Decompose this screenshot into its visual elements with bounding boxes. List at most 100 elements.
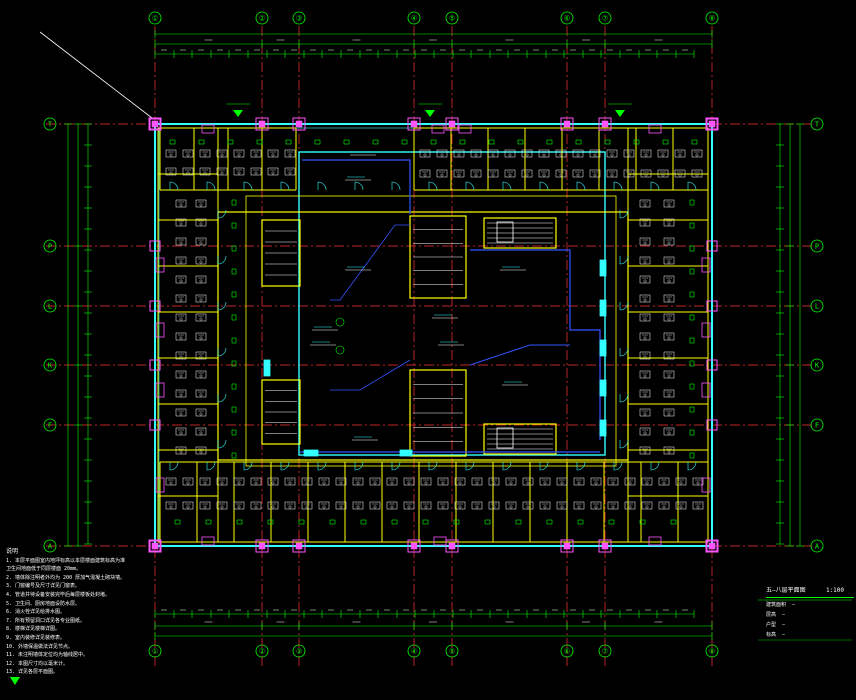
- fixture-detail: [643, 412, 647, 416]
- fixture-detail: [667, 279, 671, 283]
- fixture: [175, 427, 187, 436]
- fixture: [658, 501, 670, 510]
- fixture: [301, 501, 313, 510]
- equipment-mark: [670, 519, 677, 525]
- fixture: [639, 275, 651, 284]
- fixture-detail: [509, 481, 513, 485]
- door-swing: [217, 255, 227, 265]
- fixture: [436, 149, 448, 158]
- fixture-detail: [254, 505, 258, 509]
- equipment-mark: [430, 139, 437, 145]
- fixture: [639, 256, 651, 265]
- note-line: 6. 消火栓详见给排水图。: [6, 609, 66, 616]
- structural-column: [445, 117, 459, 131]
- fixture-detail: [186, 171, 190, 175]
- equipment-mark: [517, 139, 524, 145]
- riser: [599, 379, 607, 397]
- structural-column: [701, 382, 711, 398]
- fixture: [233, 149, 245, 158]
- fixture-detail: [526, 481, 530, 485]
- fixture: [607, 501, 619, 510]
- structural-column-core: [601, 542, 609, 550]
- equipment-mark: [689, 406, 695, 413]
- fixture-detail: [643, 336, 647, 340]
- axis-bubble: [43, 418, 57, 432]
- structural-column: [648, 124, 662, 134]
- structural-column-core: [563, 120, 571, 128]
- fixture: [175, 199, 187, 208]
- fixture-detail: [667, 317, 671, 321]
- axis-label: A: [815, 543, 820, 551]
- fixture-detail: [199, 355, 203, 359]
- fixture: [267, 167, 279, 176]
- fixture-detail: [643, 222, 647, 226]
- fixture-detail: [458, 481, 462, 485]
- fixture-detail: [305, 505, 309, 509]
- fixture: [521, 149, 533, 158]
- fixture-detail: [271, 171, 275, 175]
- axis-label: ⑦: [602, 15, 608, 23]
- axis-label: ③: [296, 648, 302, 656]
- fixture: [663, 313, 675, 322]
- notes-title: 说明: [6, 548, 19, 555]
- fixture: [267, 501, 279, 510]
- fixture: [175, 389, 187, 398]
- fixture-detail: [543, 505, 547, 509]
- fixture: [556, 501, 568, 510]
- equipment-mark: [689, 383, 695, 390]
- equipment-mark: [329, 519, 336, 525]
- fixture-detail: [199, 222, 203, 226]
- axis-label: K: [815, 362, 820, 370]
- leader-line: [39, 31, 153, 119]
- fixture-detail: [593, 153, 597, 157]
- door-swing: [650, 181, 660, 191]
- equipment-mark: [174, 519, 181, 525]
- fixture-detail: [440, 153, 444, 157]
- fixture: [199, 501, 211, 510]
- fixture: [663, 237, 675, 246]
- fixture: [175, 256, 187, 265]
- fixture-detail: [440, 173, 444, 177]
- legend-row-label: 建筑面积: [766, 602, 787, 608]
- fixture-detail: [179, 355, 183, 359]
- axis-bubble: [43, 358, 57, 372]
- fixture: [663, 332, 675, 341]
- door-swing: [391, 181, 401, 191]
- fixture-detail: [696, 481, 700, 485]
- equipment-mark: [285, 139, 292, 145]
- fixture-detail: [271, 153, 275, 157]
- fixture-detail: [199, 298, 203, 302]
- equipment-mark: [689, 337, 695, 344]
- fixture: [487, 149, 499, 158]
- fixture-detail: [220, 505, 224, 509]
- structural-column: [149, 240, 161, 252]
- axis-label: ⑧: [709, 15, 715, 23]
- structural-column-core: [563, 542, 571, 550]
- fixture: [674, 149, 686, 158]
- fixture-detail: [667, 241, 671, 245]
- equipment-mark: [231, 429, 237, 436]
- structural-column: [701, 322, 711, 338]
- axis-bubble: [292, 11, 306, 25]
- fixture: [195, 199, 207, 208]
- fixture-detail: [667, 260, 671, 264]
- fixture: [453, 169, 465, 178]
- riser: [599, 259, 607, 277]
- fixture-detail: [474, 153, 478, 157]
- fixture: [639, 370, 651, 379]
- fixture: [352, 501, 364, 510]
- door-swing: [217, 439, 227, 449]
- fixture: [165, 167, 177, 176]
- door-swing: [206, 181, 216, 191]
- door-swing: [428, 461, 438, 471]
- note-line: 2. 墙体除注明者外均为 200 厚加气混凝土砌块墙。: [6, 574, 126, 581]
- axis-label: ①: [152, 648, 158, 656]
- structural-column-core: [448, 120, 456, 128]
- structural-column: [445, 539, 459, 553]
- fixture-detail: [199, 203, 203, 207]
- equipment-mark: [689, 245, 695, 252]
- axis-label: F: [815, 422, 819, 430]
- axis-label: ④: [411, 648, 417, 656]
- fixture-detail: [474, 173, 478, 177]
- equipment-mark: [689, 199, 695, 206]
